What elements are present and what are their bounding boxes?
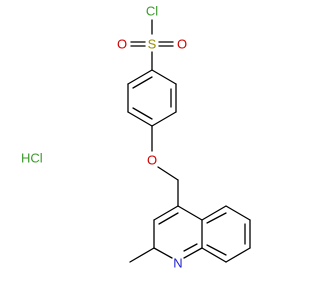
sulfonyl-oxygen-right-label: O xyxy=(177,37,187,52)
quinoline-nitrogen-label: N xyxy=(173,256,182,271)
benzene-ring xyxy=(127,69,177,127)
ether-oxygen-label: O xyxy=(147,153,157,168)
sulfur-atom-label: S xyxy=(148,37,157,52)
chlorine-atom-label: Cl xyxy=(146,4,158,19)
quinoline-pyridine-ring xyxy=(153,205,203,259)
o-ch2-bond xyxy=(157,166,179,181)
quinoline-benzo-ring xyxy=(201,205,251,263)
hydrochloride-salt-label: HCl xyxy=(21,151,43,166)
methyl-bond xyxy=(129,247,155,263)
chemical-structure-diagram: Cl S O O O N HCl xyxy=(21,4,251,271)
sulfonyl-oxygen-left-label: O xyxy=(117,37,127,52)
